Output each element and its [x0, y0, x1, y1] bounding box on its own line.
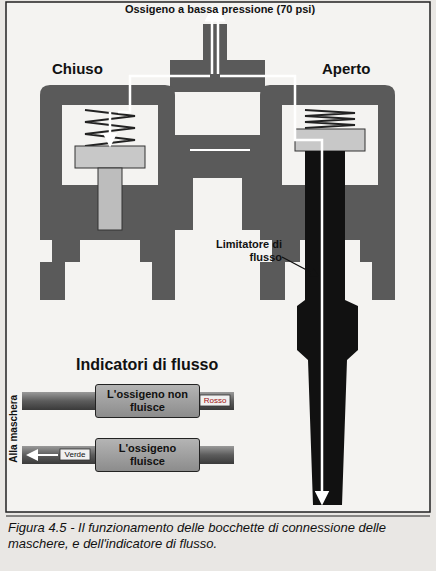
open-valve [260, 85, 395, 505]
figure-caption: Figura 4.5 - Il funzionamento delle bocc… [8, 520, 428, 553]
figure-frame [6, 2, 430, 512]
label-text: Rosso [200, 395, 230, 406]
indicator-text: L'ossigeno non fluisce [96, 388, 199, 413]
closed-valve [40, 85, 175, 300]
leader-line [282, 257, 318, 276]
indicator-box: L'ossigeno non fluisce [95, 384, 200, 418]
caption-rule [6, 516, 430, 517]
label-text: Indicatori di flusso [76, 356, 276, 374]
indicator-text: L'ossigeno fluisce [96, 442, 199, 467]
label-text: Aperto [322, 60, 412, 77]
label-text: Alla maschera [8, 389, 20, 469]
oxygen-flow [110, 14, 322, 498]
label-text: Ossigeno a bassa pressione (70 psi) [90, 3, 350, 16]
label-text: Limitatore di flusso [214, 238, 282, 263]
label-text: Verde [60, 449, 90, 460]
label-text: Chiuso [52, 60, 142, 77]
indicator-box: L'ossigeno fluisce [95, 438, 200, 472]
